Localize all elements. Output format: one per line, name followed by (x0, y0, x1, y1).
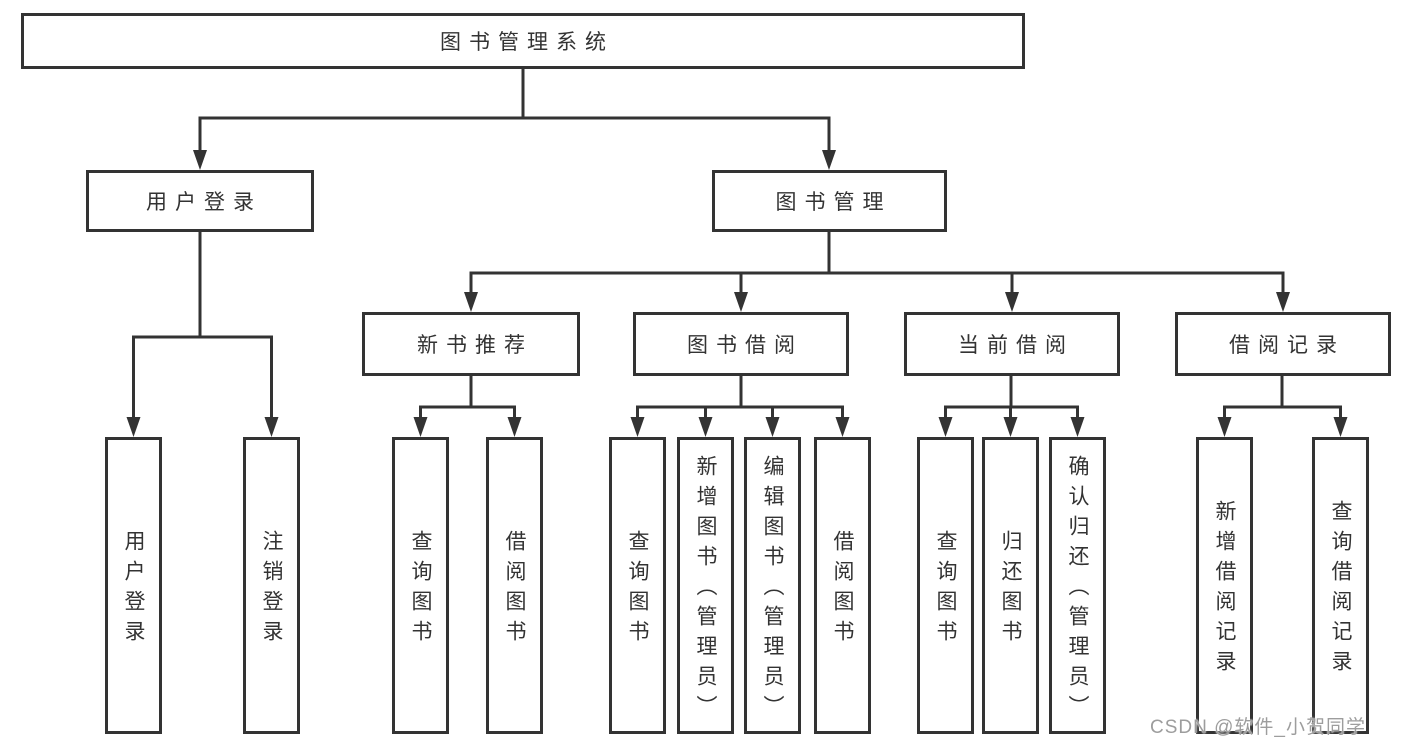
leaf-borrow-book-recommend: 借阅图书 (486, 437, 543, 734)
leaf-query-borrow-record-label: 查询借阅记录 (1329, 500, 1352, 680)
leaf-logout: 注销登录 (243, 437, 300, 734)
node-book-borrow-label: 图书借阅 (687, 334, 803, 357)
node-current-borrow-label: 当前借阅 (958, 334, 1074, 357)
leaf-query-book-recommend: 查询图书 (392, 437, 449, 734)
node-new-book-recommend-label: 新书推荐 (417, 334, 533, 357)
leaf-add-borrow-record: 新增借阅记录 (1196, 437, 1253, 734)
node-current-borrow: 当前借阅 (904, 312, 1120, 376)
leaf-user-login-label: 用户登录 (122, 530, 145, 650)
leaf-user-login: 用户登录 (105, 437, 162, 734)
node-user-login-label: 用户登录 (146, 191, 262, 214)
leaf-add-book-admin: 新增图书（管理员） (677, 437, 734, 734)
leaf-query-book-current: 查询图书 (917, 437, 974, 734)
node-root-label: 图书管理系统 (440, 31, 614, 54)
node-root: 图书管理系统 (21, 13, 1025, 69)
node-new-book-recommend: 新书推荐 (362, 312, 580, 376)
node-book-borrow: 图书借阅 (633, 312, 849, 376)
leaf-query-book-recommend-label: 查询图书 (409, 530, 432, 650)
leaf-confirm-return-admin-label: 确认归还（管理员） (1066, 455, 1089, 725)
leaf-query-book-current-label: 查询图书 (934, 530, 957, 650)
leaf-logout-label: 注销登录 (260, 530, 283, 650)
leaf-confirm-return-admin: 确认归还（管理员） (1049, 437, 1106, 734)
leaf-query-book-borrow: 查询图书 (609, 437, 666, 734)
node-book-management: 图书管理 (712, 170, 947, 232)
csdn-watermark: CSDN @软件_小贺同学 (1150, 717, 1366, 738)
node-borrow-record: 借阅记录 (1175, 312, 1391, 376)
leaf-edit-book-admin: 编辑图书（管理员） (744, 437, 801, 734)
leaf-borrow-book-label: 借阅图书 (831, 530, 854, 650)
leaf-borrow-book-recommend-label: 借阅图书 (503, 530, 526, 650)
leaf-add-book-admin-label: 新增图书（管理员） (694, 455, 717, 725)
leaf-query-borrow-record: 查询借阅记录 (1312, 437, 1369, 734)
leaf-edit-book-admin-label: 编辑图书（管理员） (761, 455, 784, 725)
leaf-return-book: 归还图书 (982, 437, 1039, 734)
leaf-add-borrow-record-label: 新增借阅记录 (1213, 500, 1236, 680)
leaf-return-book-label: 归还图书 (999, 530, 1022, 650)
node-user-login: 用户登录 (86, 170, 314, 232)
node-book-management-label: 图书管理 (775, 191, 892, 214)
leaf-query-book-borrow-label: 查询图书 (626, 530, 649, 650)
node-borrow-record-label: 借阅记录 (1229, 334, 1345, 357)
leaf-borrow-book: 借阅图书 (814, 437, 871, 734)
